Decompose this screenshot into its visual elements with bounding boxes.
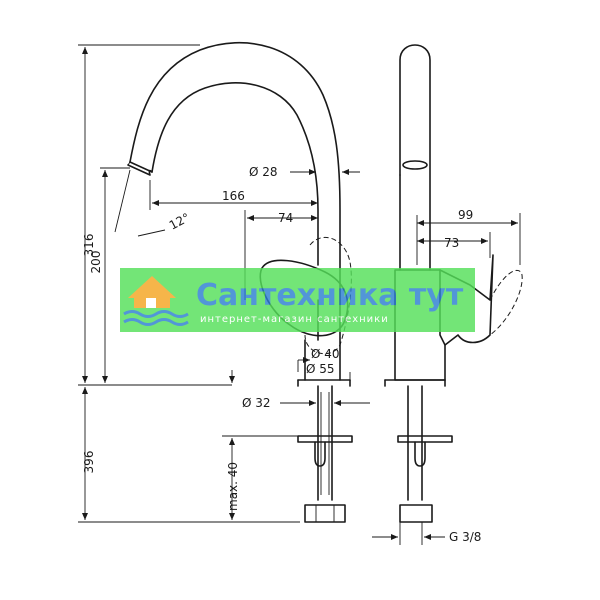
handle-alt-position [304,236,352,355]
watermark: Сантехника тут интернет-магазин сантехни… [120,268,475,332]
front-view [127,42,353,523]
dim-d32-label: Ø 32 [242,396,271,410]
dim-max40-label: max. 40 [226,462,240,511]
watermark-band [120,268,475,332]
watermark-title: Сантехника тут [196,278,464,313]
dim-angle-label: 12° [167,210,192,232]
dim-d40-label: Ø 40 [311,347,340,361]
side-handle-alt-position [489,269,523,336]
dim-396-label: 396 [82,451,96,474]
watermark-logo [123,276,189,326]
dim-73-label: 73 [444,236,459,250]
dim-200-label: 200 [89,251,103,274]
watermark-subtitle: интернет-магазин сантехники [200,314,389,325]
spout-inner-contour [151,82,319,266]
dim-316-label: 316 [82,234,96,257]
dim-d55-label: Ø 55 [306,362,335,376]
dimension-lines [78,44,521,545]
dim-166-label: 166 [222,189,245,203]
side-handle [439,254,494,346]
side-spout-body [399,44,431,271]
dim-74-label: 74 [278,211,293,225]
mounting-washer [297,435,353,443]
dim-g38-label: G 3/8 [449,530,481,544]
spout-nozzle [127,161,153,176]
dim-99-label: 99 [458,208,473,222]
dim-d28-label: Ø 28 [249,165,278,179]
mounting-nut [304,504,346,523]
spout-outer-contour [129,42,341,381]
